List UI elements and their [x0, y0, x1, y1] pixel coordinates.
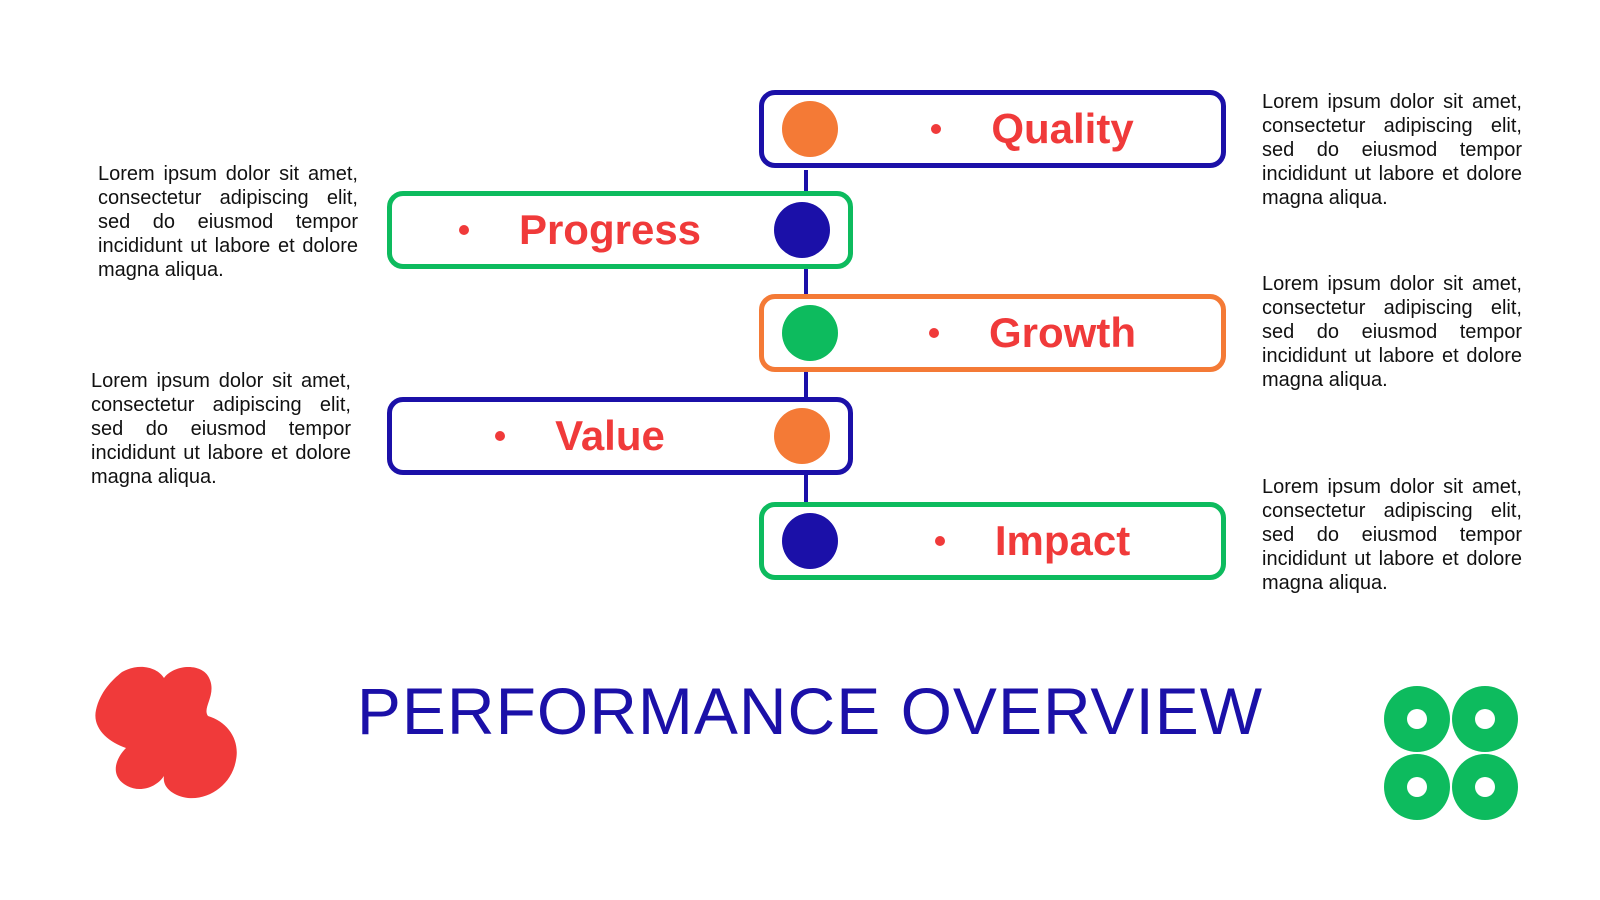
- description-quality: Lorem ipsum dolor sit amet, consectetur …: [1262, 91, 1522, 209]
- bar-growth: Growth: [759, 294, 1226, 372]
- description-progress: Lorem ipsum dolor sit amet, consectetur …: [98, 163, 358, 281]
- label-progress: Progress: [518, 206, 702, 253]
- bar-progress: Progress: [387, 191, 853, 269]
- label-wrap-quality: Quality: [854, 95, 1211, 163]
- label-wrap-growth: Growth: [854, 299, 1211, 367]
- red-blob-icon: [95, 666, 237, 799]
- label-wrap-impact: Impact: [854, 507, 1211, 575]
- bullet-icon: [929, 328, 939, 338]
- bar-quality: Quality: [759, 90, 1226, 168]
- label-wrap-value: Value: [402, 402, 758, 470]
- label-quality: Quality: [991, 105, 1134, 152]
- node-growth: [782, 305, 838, 361]
- bar-impact: Impact: [759, 502, 1226, 580]
- bullet-icon: [495, 431, 506, 441]
- description-impact: Lorem ipsum dolor sit amet, consectetur …: [1262, 476, 1522, 594]
- bullet-icon: [458, 225, 469, 235]
- bullet-icon: [931, 124, 942, 134]
- page-title: PERFORMANCE OVERVIEW: [356, 674, 1264, 748]
- bar-value: Value: [387, 397, 853, 475]
- node-value: [774, 408, 830, 464]
- node-impact: [782, 513, 838, 569]
- description-growth: Lorem ipsum dolor sit amet, consectetur …: [1262, 273, 1522, 391]
- label-wrap-progress: Progress: [402, 196, 758, 264]
- node-quality: [782, 101, 838, 157]
- bullet-icon: [934, 536, 945, 546]
- description-value: Lorem ipsum dolor sit amet, consectetur …: [91, 370, 351, 488]
- node-progress: [774, 202, 830, 258]
- green-rings-icon: [1384, 686, 1518, 820]
- label-growth: Growth: [989, 309, 1136, 356]
- label-impact: Impact: [994, 517, 1131, 564]
- label-value: Value: [555, 412, 665, 459]
